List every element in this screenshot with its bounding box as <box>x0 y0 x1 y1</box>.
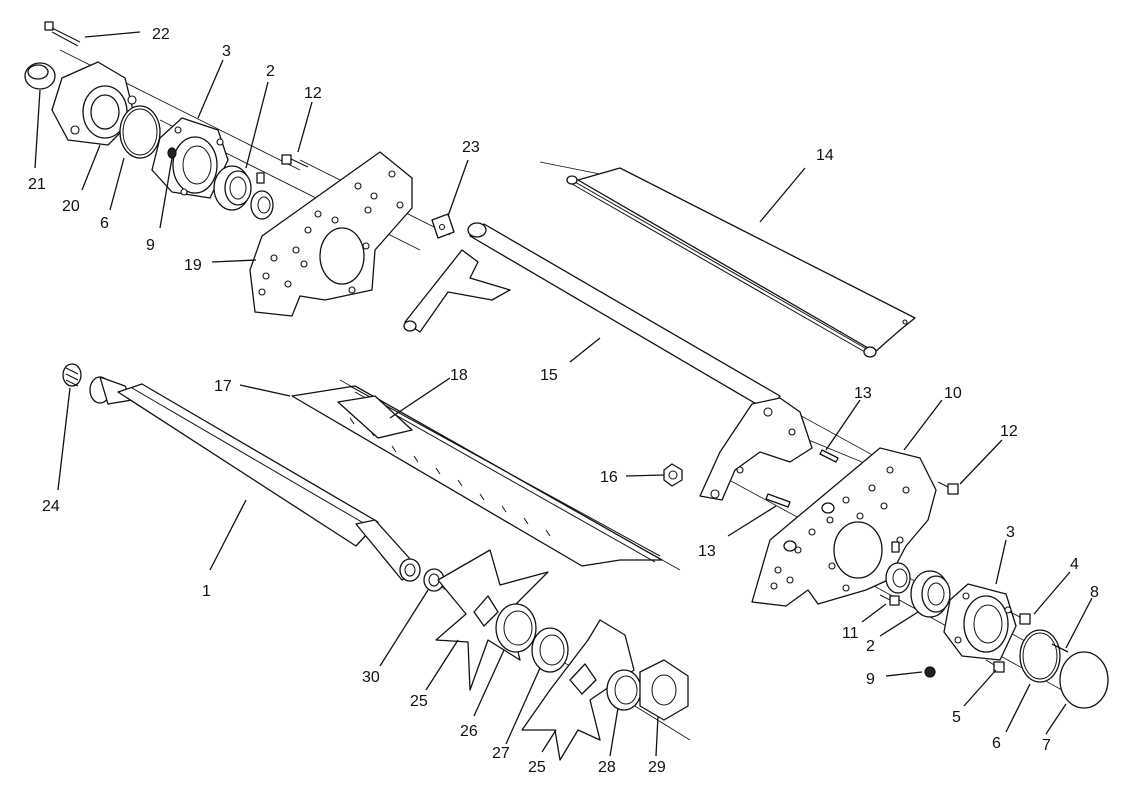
callout-6-right: 6 <box>992 735 1001 752</box>
bearing-collar-top <box>250 172 274 220</box>
part-28-washer <box>606 669 642 711</box>
callout-16: 16 <box>600 469 618 486</box>
callout-3-right: 3 <box>1006 524 1015 541</box>
callout-22: 22 <box>152 26 170 43</box>
part-15-tube <box>403 222 813 501</box>
callout-2-right: 2 <box>866 638 875 655</box>
part-26-spacer <box>495 603 537 653</box>
part-23-bracket <box>431 213 455 239</box>
callout-23: 23 <box>462 139 480 156</box>
part-5-bolt <box>985 659 1005 673</box>
part-12-bolt-right <box>937 481 959 495</box>
callout-19: 19 <box>184 257 202 274</box>
callout-20: 20 <box>62 198 80 215</box>
part-3-flange-right <box>943 583 1017 661</box>
callout-24: 24 <box>42 498 60 515</box>
callout-10: 10 <box>944 385 962 402</box>
part-20-housing <box>51 61 137 146</box>
callout-14: 14 <box>816 147 834 164</box>
part-22-bolt <box>44 21 81 47</box>
part-4-bolt <box>1009 611 1031 625</box>
part-18-plate <box>337 395 413 439</box>
part-14-shield <box>566 167 916 358</box>
callout-12-right: 12 <box>1000 423 1018 440</box>
callout-28: 28 <box>598 759 616 776</box>
callout-29: 29 <box>648 759 666 776</box>
callout-3-top: 3 <box>222 43 231 60</box>
callout-18: 18 <box>450 367 468 384</box>
part-6-oring-top <box>119 105 161 159</box>
leader-lines <box>34 31 1093 757</box>
callout-9-right: 9 <box>866 671 875 688</box>
callout-2-top: 2 <box>266 63 275 80</box>
callout-15: 15 <box>540 367 558 384</box>
callout-labels: 22 3 2 12 23 14 21 20 6 9 19 15 17 18 13… <box>28 26 1099 776</box>
part-6-oring-right <box>1019 629 1061 683</box>
part-12-bolt-top <box>281 154 309 168</box>
part-13-pin-lower <box>765 493 791 508</box>
callout-7: 7 <box>1042 737 1051 754</box>
callout-13-upper: 13 <box>854 385 872 402</box>
callout-12-top: 12 <box>304 85 322 102</box>
callout-5: 5 <box>952 709 961 726</box>
part-13-pin-upper <box>819 449 839 463</box>
part-19-side-plate-left <box>249 151 413 317</box>
callout-9-top: 9 <box>146 237 155 254</box>
callout-25-right: 25 <box>528 759 546 776</box>
part-9-fitting-top <box>167 147 177 159</box>
part-29-hex-nut <box>639 659 689 721</box>
callout-30: 30 <box>362 669 380 686</box>
part-2-bearing-top <box>213 165 252 211</box>
callout-25-left: 25 <box>410 693 428 710</box>
part-2-bearing-right <box>910 570 951 618</box>
callout-13-lower: 13 <box>698 543 716 560</box>
bearing-collar-right <box>885 541 911 594</box>
callout-11: 11 <box>842 625 859 642</box>
part-8-pin <box>1051 643 1069 653</box>
part-24-fitting <box>62 363 82 387</box>
callout-1: 1 <box>202 583 211 600</box>
part-7-cap <box>1059 651 1109 709</box>
callout-6-top: 6 <box>100 215 109 232</box>
callout-27: 27 <box>492 745 510 762</box>
part-1-reel-shaft <box>89 376 421 582</box>
bedknife-screws <box>349 417 551 537</box>
part-11-bolt <box>879 594 900 606</box>
callout-17: 17 <box>214 378 232 395</box>
part-16-nut <box>663 463 683 487</box>
part-3-flange-top <box>151 117 229 199</box>
part-21-plug <box>24 62 56 90</box>
part-9-fitting-right <box>924 666 936 678</box>
part-25-blade-right <box>521 619 635 761</box>
part-27-spacer <box>531 627 569 673</box>
callout-8: 8 <box>1090 584 1099 601</box>
callout-21: 21 <box>28 176 46 193</box>
callout-4: 4 <box>1070 556 1079 573</box>
callout-26: 26 <box>460 723 478 740</box>
